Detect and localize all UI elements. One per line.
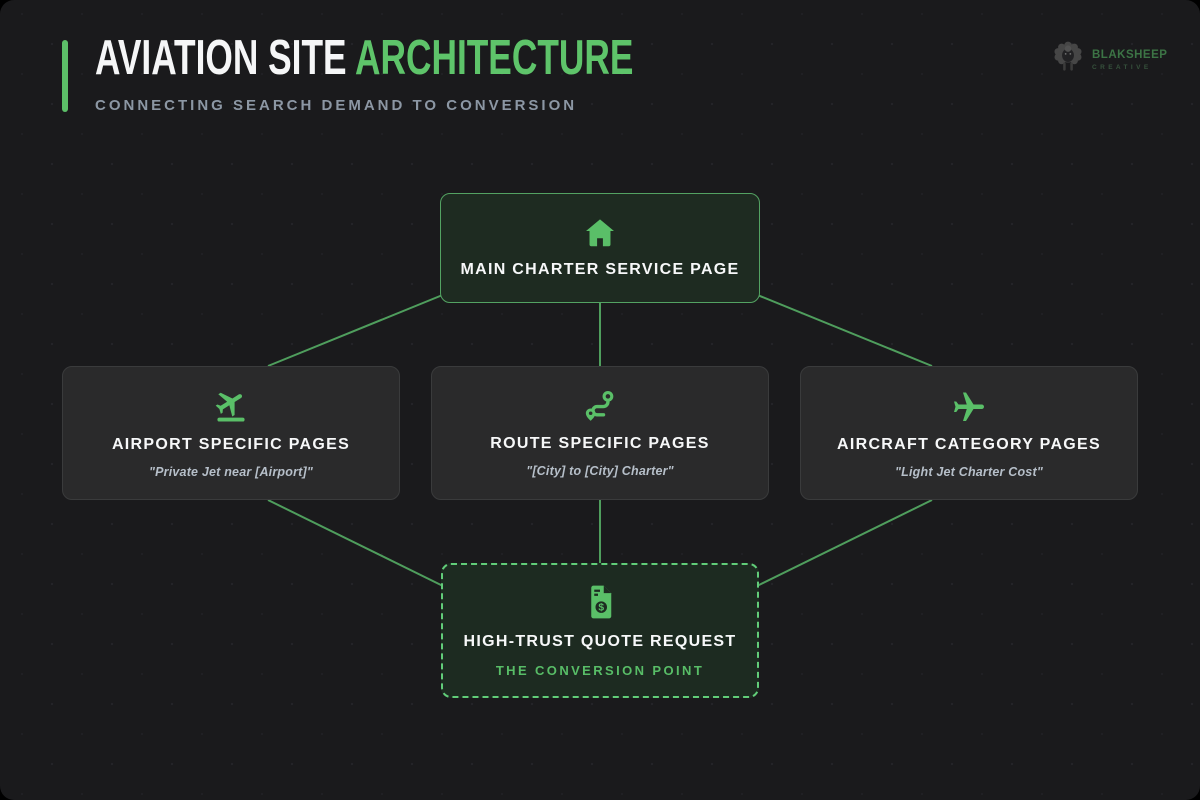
page-title-white: AVIATION SITE (95, 31, 356, 85)
header: AVIATION SITE ARCHITECTURE CONNECTING SE… (95, 34, 843, 115)
logo-text: BLAKSHEEP CREATIVE (1092, 49, 1168, 71)
node-title: AIRPORT SPECIFIC PAGES (111, 435, 351, 453)
plane-departure-icon (209, 388, 253, 424)
node-high-trust-quote-request: $ HIGH-TRUST QUOTE REQUEST THE CONVERSIO… (441, 563, 759, 698)
file-invoice-dollar-icon: $ (585, 584, 615, 621)
page-title-green: ARCHITECTURE (355, 31, 634, 85)
node-airport-specific-pages: AIRPORT SPECIFIC PAGES "Private Jet near… (62, 366, 400, 500)
node-caption: THE CONVERSION POINT (495, 662, 705, 678)
node-main-charter-service-page: MAIN CHARTER SERVICE PAGE (440, 193, 760, 303)
node-title: HIGH-TRUST QUOTE REQUEST (463, 632, 737, 650)
edge-airport-quote (267, 499, 444, 587)
page-title: AVIATION SITE ARCHITECTURE (95, 34, 633, 83)
node-caption: "[City] to [City] Charter" (526, 463, 674, 478)
logo-name: BLAKSHEEP (1092, 49, 1168, 61)
node-route-specific-pages: ROUTE SPECIFIC PAGES "[City] to [City] C… (431, 366, 769, 500)
home-icon (582, 217, 618, 249)
node-caption: "Private Jet near [Airport]" (148, 464, 314, 479)
node-title: MAIN CHARTER SERVICE PAGE (460, 261, 740, 278)
title-accent-bar (62, 40, 68, 112)
edge-main-aircraft (754, 293, 933, 367)
svg-text:$: $ (598, 602, 604, 613)
node-caption: "Light Jet Charter Cost" (895, 464, 1043, 479)
sheep-icon (1050, 38, 1086, 83)
edge-main-airport (267, 293, 446, 367)
node-title: AIRCRAFT CATEGORY PAGES (837, 435, 1101, 453)
node-title: ROUTE SPECIFIC PAGES (490, 434, 710, 452)
brand-logo: BLAKSHEEP CREATIVE (1050, 38, 1167, 83)
route-icon (583, 389, 617, 423)
edge-aircraft-quote (756, 499, 933, 587)
node-aircraft-category-pages: AIRCRAFT CATEGORY PAGES "Light Jet Chart… (800, 366, 1138, 500)
plane-icon (951, 388, 987, 424)
logo-tagline: CREATIVE (1092, 63, 1152, 71)
page-subtitle: CONNECTING SEARCH DEMAND TO CONVERSION (95, 97, 578, 114)
